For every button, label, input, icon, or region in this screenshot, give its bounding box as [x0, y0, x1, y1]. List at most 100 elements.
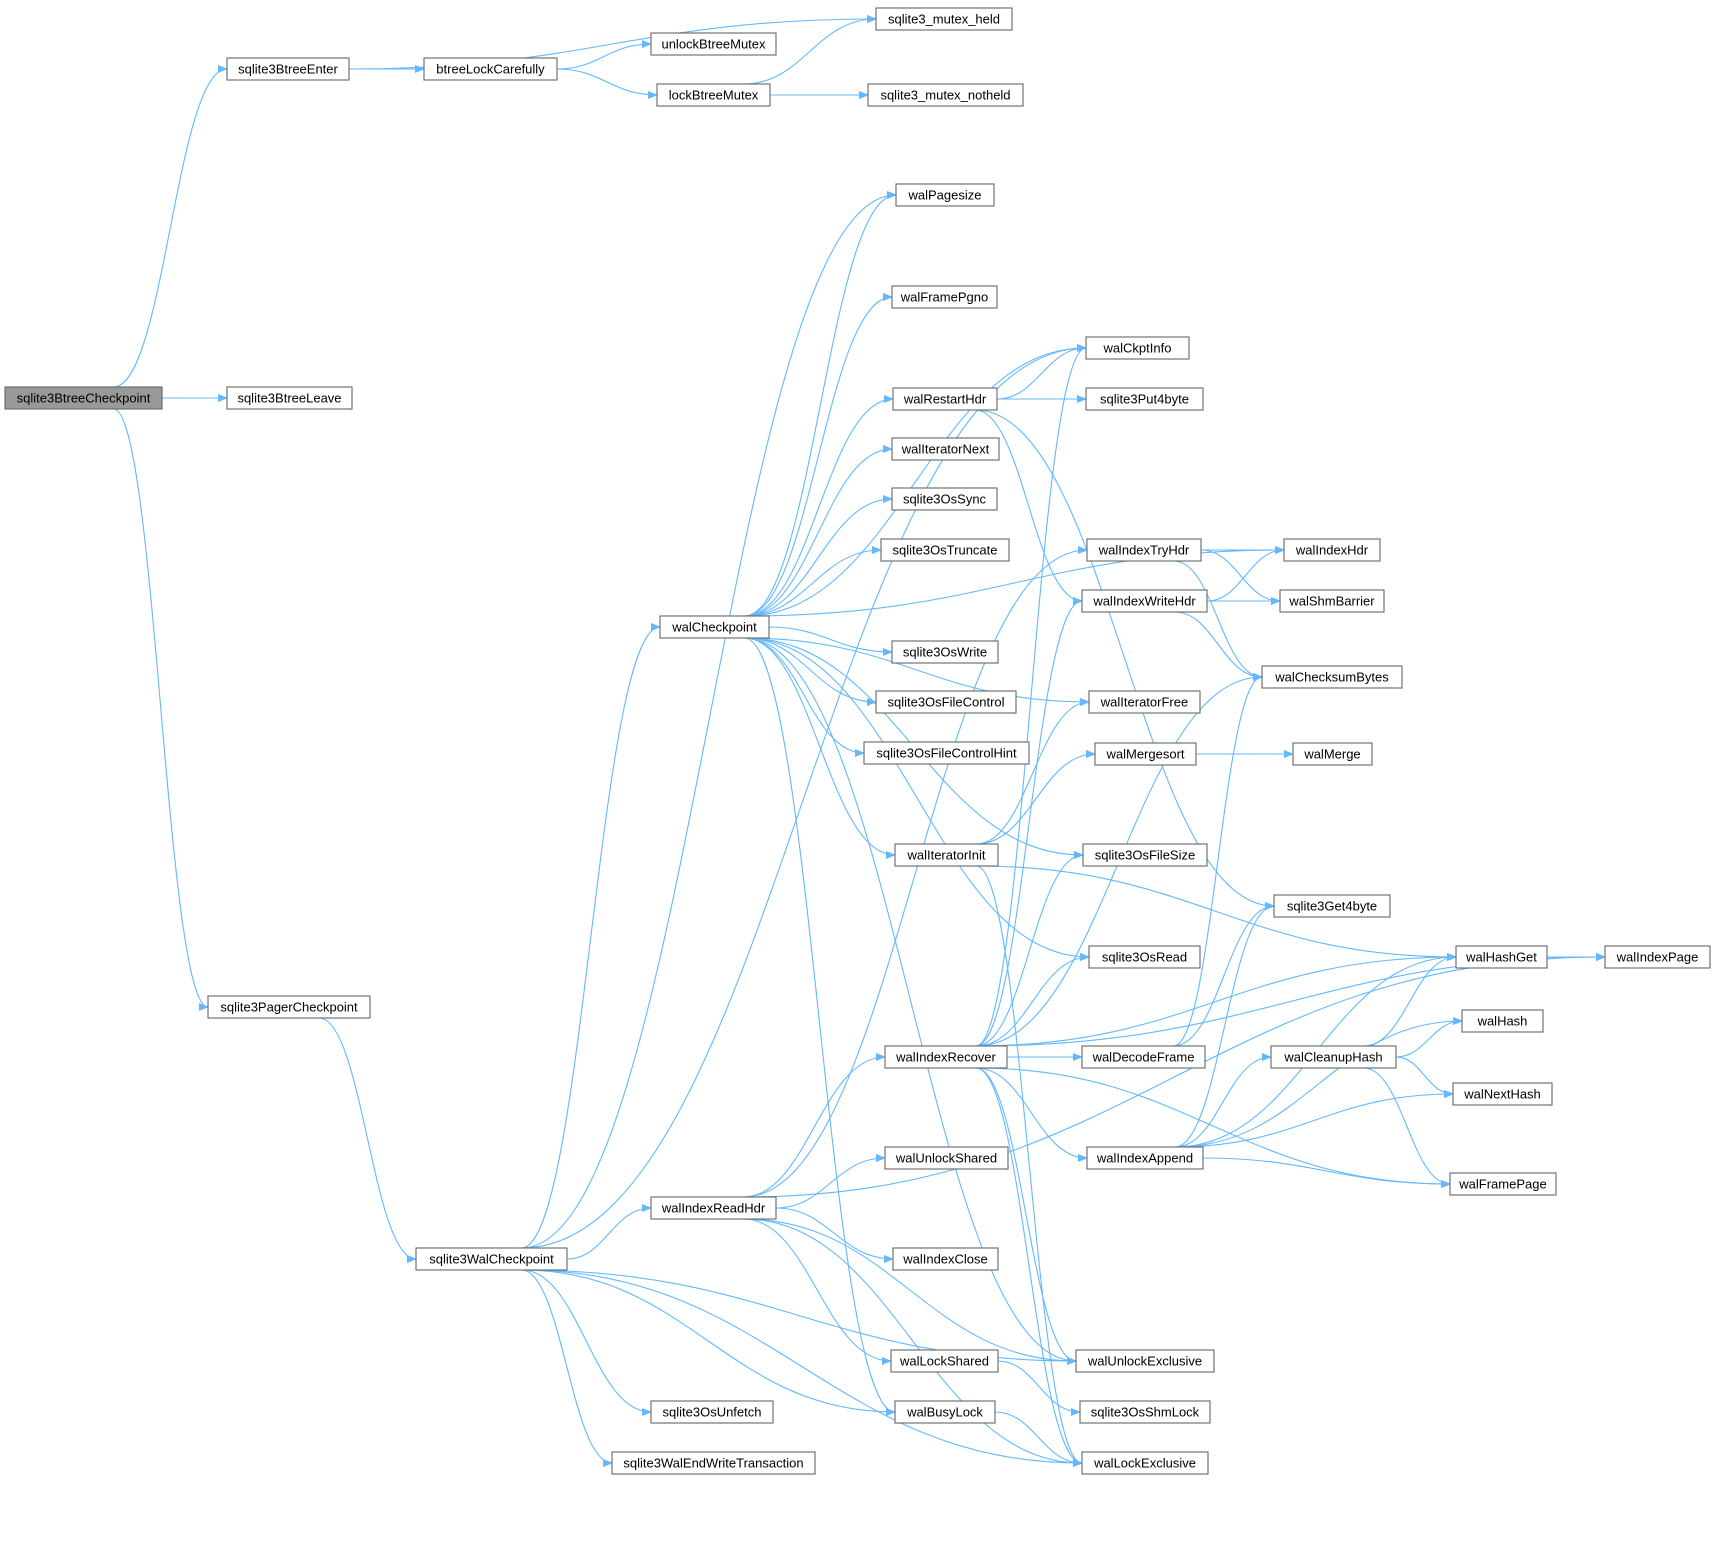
node-box: [1273, 894, 1391, 918]
edge-walRestartHdr-to-walIndexWriteHdr: [974, 409, 1083, 605]
node-box: [423, 57, 558, 81]
graph-node[interactable]: sqlite3WalCheckpoint: [415, 1247, 568, 1271]
graph-node[interactable]: walHashGet: [1455, 945, 1548, 969]
edge-sqlite3WalCheckpoint-to-sqlite3OsUnfetch: [521, 1269, 652, 1416]
root-node[interactable]: sqlite3BtreeCheckpoint: [4, 386, 163, 410]
edge-walIndexAppend-to-walHash: [1174, 1017, 1463, 1148]
graph-node[interactable]: walDecodeFrame: [1081, 1045, 1206, 1069]
graph-node[interactable]: walUnlockShared: [884, 1146, 1009, 1170]
graph-node[interactable]: sqlite3OsWrite: [891, 640, 999, 664]
edge-walCheckpoint-to-walRestartHdr: [744, 395, 894, 617]
graph-node[interactable]: walIndexAppend: [1086, 1146, 1204, 1170]
node-label: sqlite3OsRead: [1102, 950, 1187, 965]
node-label: walLockShared: [899, 1354, 989, 1369]
graph-node[interactable]: walIteratorInit: [894, 843, 999, 867]
node-box: [415, 1247, 568, 1271]
graph-node[interactable]: sqlite3Put4byte: [1085, 387, 1204, 411]
graph-node[interactable]: walRestartHdr: [892, 387, 998, 411]
node-box: [892, 1247, 999, 1271]
graph-node[interactable]: sqlite3PagerCheckpoint: [207, 995, 371, 1019]
edge-walCheckpoint-to-walIteratorInit: [744, 637, 896, 859]
node-box: [884, 1045, 1008, 1069]
graph-node[interactable]: sqlite3OsFileControlHint: [863, 741, 1030, 765]
graph-node[interactable]: walIteratorFree: [1088, 690, 1201, 714]
node-box: [892, 387, 998, 411]
node-label: sqlite3_mutex_notheld: [880, 88, 1010, 103]
graph-node[interactable]: walBusyLock: [894, 1400, 996, 1424]
graph-node[interactable]: walLockShared: [890, 1349, 999, 1373]
edge-walCheckpoint-to-walFramePgno: [744, 293, 893, 617]
node-label: btreeLockCarefully: [436, 62, 545, 77]
graph-node[interactable]: walMergesort: [1094, 742, 1197, 766]
graph-node[interactable]: walShmBarrier: [1279, 589, 1385, 613]
node-box: [1270, 1045, 1397, 1069]
graph-node[interactable]: walIndexReadHdr: [650, 1196, 777, 1220]
edge-layer: [113, 15, 1606, 1467]
graph-node[interactable]: unlockBtreeMutex: [650, 32, 777, 56]
graph-node[interactable]: sqlite3BtreeLeave: [226, 386, 353, 410]
edge-walIteratorInit-to-walIteratorFree: [976, 698, 1090, 845]
edge-walCheckpoint-to-sqlite3OsTruncate: [744, 546, 882, 617]
graph-node[interactable]: walNextHash: [1452, 1082, 1553, 1106]
edge-walIteratorInit-to-walLockExclusive: [976, 865, 1083, 1467]
graph-node[interactable]: sqlite3OsFileSize: [1082, 843, 1208, 867]
edge-walCheckpoint-to-walIteratorNext: [744, 445, 893, 617]
graph-node[interactable]: walLockExclusive: [1081, 1451, 1209, 1475]
edge-walCheckpoint-to-sqlite3OsRead: [744, 637, 1090, 961]
graph-node[interactable]: walHash: [1461, 1009, 1544, 1033]
node-box: [891, 437, 1000, 461]
graph-node[interactable]: sqlite3OsFileControl: [875, 690, 1017, 714]
graph-node[interactable]: walCheckpoint: [659, 615, 770, 639]
graph-node[interactable]: walIndexPage: [1604, 945, 1711, 969]
graph-node[interactable]: walIndexTryHdr: [1086, 538, 1202, 562]
edge-walRestartHdr-to-sqlite3Get4byte: [974, 409, 1275, 910]
graph-node[interactable]: walChecksumBytes: [1261, 665, 1403, 689]
graph-node[interactable]: walCleanupHash: [1270, 1045, 1397, 1069]
edge-walCleanupHash-to-walHash: [1395, 1017, 1463, 1058]
graph-node[interactable]: sqlite3OsSync: [891, 487, 998, 511]
node-box: [1086, 538, 1202, 562]
graph-node[interactable]: sqlite3_mutex_held: [875, 7, 1013, 31]
node-label: sqlite3_mutex_held: [888, 12, 1000, 27]
edge-walCleanupHash-to-walHashGet: [1363, 953, 1457, 1047]
graph-node[interactable]: sqlite3OsRead: [1088, 945, 1201, 969]
graph-node[interactable]: btreeLockCarefully: [423, 57, 558, 81]
node-box: [1085, 387, 1204, 411]
node-label: sqlite3OsTruncate: [892, 543, 997, 558]
edge-walCheckpoint-to-sqlite3OsFileControl: [744, 637, 877, 706]
graph-node[interactable]: walMerge: [1292, 742, 1373, 766]
edge-walCleanupHash-to-walFramePage: [1363, 1067, 1451, 1188]
edge-walCheckpoint-to-walIteratorFree: [744, 637, 1090, 706]
edge-walRestartHdr-to-walCkptInfo: [996, 344, 1087, 400]
node-label: walNextHash: [1463, 1087, 1541, 1102]
node-label: unlockBtreeMutex: [661, 37, 766, 52]
edge-walIndexReadHdr-to-walLockShared: [743, 1218, 892, 1365]
node-box: [894, 1400, 996, 1424]
graph-node[interactable]: walFramePage: [1449, 1172, 1557, 1196]
graph-node[interactable]: walPagesize: [895, 183, 995, 207]
node-layer: sqlite3BtreeCheckpoint sqlite3BtreeEnter s…: [4, 7, 1711, 1475]
graph-node[interactable]: sqlite3OsUnfetch: [650, 1400, 774, 1424]
graph-node[interactable]: walIndexWriteHdr: [1081, 589, 1208, 613]
graph-node[interactable]: walIndexHdr: [1283, 538, 1381, 562]
graph-node[interactable]: sqlite3_mutex_notheld: [867, 83, 1024, 107]
graph-node[interactable]: walIndexRecover: [884, 1045, 1008, 1069]
graph-node[interactable]: walFramePgno: [891, 285, 998, 309]
graph-node[interactable]: sqlite3BtreeEnter: [226, 57, 350, 81]
graph-node[interactable]: walCkptInfo: [1085, 336, 1190, 360]
node-label: sqlite3Put4byte: [1100, 392, 1189, 407]
node-label: walBusyLock: [906, 1405, 983, 1420]
node-box: [884, 1146, 1009, 1170]
graph-node[interactable]: walIndexClose: [892, 1247, 999, 1271]
graph-node[interactable]: sqlite3Get4byte: [1273, 894, 1391, 918]
graph-node[interactable]: lockBtreeMutex: [656, 83, 771, 107]
graph-node[interactable]: walUnlockExclusive: [1075, 1349, 1215, 1373]
edge-walIndexReadHdr-to-walIndexClose: [775, 1207, 894, 1263]
node-label: walCkptInfo: [1103, 341, 1172, 356]
edge-sqlite3WalCheckpoint-to-walCheckpoint: [521, 623, 661, 1249]
graph-node[interactable]: walIteratorNext: [891, 437, 1000, 461]
graph-node[interactable]: sqlite3WalEndWriteTransaction: [611, 1451, 816, 1475]
node-box: [1081, 1451, 1209, 1475]
graph-node[interactable]: sqlite3OsTruncate: [880, 538, 1010, 562]
graph-node[interactable]: sqlite3OsShmLock: [1079, 1400, 1211, 1424]
